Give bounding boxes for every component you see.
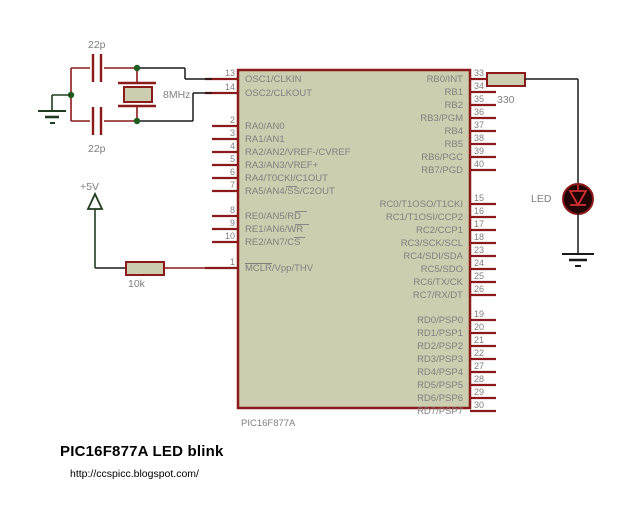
pin-number-38: 38 xyxy=(474,133,484,143)
pin-label-rd2: RD2/PSP2 xyxy=(417,341,463,352)
pin-label-re2: RE2/AN7/CS xyxy=(245,237,300,248)
pin-number-34: 34 xyxy=(474,81,484,91)
chip-caption: PIC16F877A xyxy=(241,418,296,429)
pin-number-21: 21 xyxy=(474,335,484,345)
pin-label-rd1: RD1/PSP1 xyxy=(417,328,463,339)
pin-label-re0: RE0/AN5/RD xyxy=(245,211,301,222)
pin-number-8: 8 xyxy=(230,205,235,215)
chip-left-pin-labels: OSC1/CLKIN OSC2/CLKOUT RA0/AN0 RA1/AN1 R… xyxy=(245,74,351,274)
resistor-pullup-value: 10k xyxy=(128,278,146,290)
pin-number-33: 33 xyxy=(474,68,484,78)
pin-number-24: 24 xyxy=(474,258,484,268)
pin-label-mclr: MCLR/Vpp/THV xyxy=(245,263,314,274)
pin-number-5: 5 xyxy=(230,154,235,164)
chip-body xyxy=(236,68,472,410)
power-supply-pullup xyxy=(86,191,205,276)
pin-label-rb7: RB7/PGD xyxy=(421,165,463,176)
pin-label-rb6: RB6/PGC xyxy=(421,152,463,163)
pin-label-ra0: RA0/AN0 xyxy=(245,121,285,132)
pin-number-22: 22 xyxy=(474,348,484,358)
pin-number-18: 18 xyxy=(474,232,484,242)
led-branch xyxy=(486,72,594,267)
pin-number-7: 7 xyxy=(230,180,235,190)
pin-number-17: 17 xyxy=(474,219,484,229)
pin-number-15: 15 xyxy=(474,193,484,203)
pin-label-ra3: RA3/AN3/VREF+ xyxy=(245,160,319,171)
pin-number-25: 25 xyxy=(474,271,484,281)
pin-number-20: 20 xyxy=(474,322,484,332)
resistor-pullup-body xyxy=(125,261,165,276)
pin-number-1: 1 xyxy=(230,257,235,267)
pin-number-13: 13 xyxy=(225,68,235,78)
junction-dot-osc-top xyxy=(133,64,141,72)
pin-number-30: 30 xyxy=(474,400,484,410)
pin-label-ra4: RA4/T0CKI/C1OUT xyxy=(245,173,328,184)
oscillator-network xyxy=(67,54,212,135)
pin-number-40: 40 xyxy=(474,159,484,169)
pin-number-10: 10 xyxy=(225,231,235,241)
pin-label-rb5: RB5 xyxy=(445,139,463,150)
pin-number-14: 14 xyxy=(225,82,235,92)
power-label: +5V xyxy=(80,181,99,193)
pin-label-ra1: RA1/AN1 xyxy=(245,134,285,145)
pin-number-6: 6 xyxy=(230,167,235,177)
pin-label-ra5: RA5/AN4/SS/C2OUT xyxy=(245,186,335,197)
cap-top-value: 22p xyxy=(88,39,106,51)
pin-label-rb0: RB0/INT xyxy=(427,74,464,85)
pin-number-16: 16 xyxy=(474,206,484,216)
pin-label-rc3: RC3/SCK/SCL xyxy=(401,238,463,249)
pin-number-27: 27 xyxy=(474,361,484,371)
pin-number-4: 4 xyxy=(230,141,235,151)
pin-label-rd5: RD5/PSP5 xyxy=(417,380,463,391)
pin-number-29: 29 xyxy=(474,387,484,397)
source-url: http://ccspicc.blogspot.com/ xyxy=(70,468,199,480)
pin-label-rd3: RD3/PSP3 xyxy=(417,354,463,365)
power-arrow-icon xyxy=(86,191,104,210)
pin-number-36: 36 xyxy=(474,107,484,117)
crystal-body xyxy=(123,86,153,103)
chip-left-pin-numbers: 13 14 2 3 4 5 6 7 8 9 10 1 xyxy=(225,68,235,267)
page-title: PIC16F877A LED blink xyxy=(60,443,224,460)
pin-label-rb3: RB3/PGM xyxy=(420,113,463,124)
pin-label-rc5: RC5/SDO xyxy=(421,264,463,275)
pin-number-37: 37 xyxy=(474,120,484,130)
pin-label-rc0: RC0/T1OSO/T1CKI xyxy=(380,199,463,210)
cap-bottom-value: 22p xyxy=(88,143,106,155)
crystal-value: 8MHz xyxy=(163,89,190,101)
junction-dot-osc-bottom xyxy=(133,117,141,125)
pin-number-26: 26 xyxy=(474,284,484,294)
ground-oscillator xyxy=(38,94,71,124)
pin-label-rc6: RC6/TX/CK xyxy=(413,277,463,288)
pin-label-re1: RE1/AN6/WR xyxy=(245,224,303,235)
pin-label-rd7: RD7/PSP7 xyxy=(417,406,463,417)
pin-number-28: 28 xyxy=(474,374,484,384)
pin-number-2: 2 xyxy=(230,115,235,125)
pin-label-ra2: RA2/AN2/VREF-/CVREF xyxy=(245,147,351,158)
led-label: LED xyxy=(531,193,552,205)
pin-number-39: 39 xyxy=(474,146,484,156)
pin-number-19: 19 xyxy=(474,309,484,319)
pin-label-rc1: RC1/T1OSI/CCP2 xyxy=(386,212,463,223)
pin-label-rb2: RB2 xyxy=(445,100,463,111)
resistor-led-body xyxy=(486,72,526,87)
pin-number-35: 35 xyxy=(474,94,484,104)
chip-right-pin-numbers: 33 34 35 36 37 38 39 40 15 16 17 18 23 2… xyxy=(474,68,484,410)
pin-label-osc2: OSC2/CLKOUT xyxy=(245,88,312,99)
pin-label-rc2: RC2/CCP1 xyxy=(416,225,463,236)
pin-number-23: 23 xyxy=(474,245,484,255)
chip-right-pin-labels: RB0/INT RB1 RB2 RB3/PGM RB4 RB5 RB6/PGC … xyxy=(380,74,464,417)
pin-label-rb1: RB1 xyxy=(445,87,463,98)
pin-label-rc4: RC4/SDI/SDA xyxy=(403,251,463,262)
pin-number-3: 3 xyxy=(230,128,235,138)
pin-label-rc7: RC7/RX/DT xyxy=(413,290,463,301)
pin-label-rd0: RD0/PSP0 xyxy=(417,315,463,326)
pin-label-rb4: RB4 xyxy=(445,126,463,137)
resistor-led-value: 330 xyxy=(497,94,515,106)
pin-label-osc1: OSC1/CLKIN xyxy=(245,74,302,85)
pin-label-rd4: RD4/PSP4 xyxy=(417,367,463,378)
pin-number-9: 9 xyxy=(230,218,235,228)
pin-label-rd6: RD6/PSP6 xyxy=(417,393,463,404)
pin-label-overbars xyxy=(245,186,309,264)
